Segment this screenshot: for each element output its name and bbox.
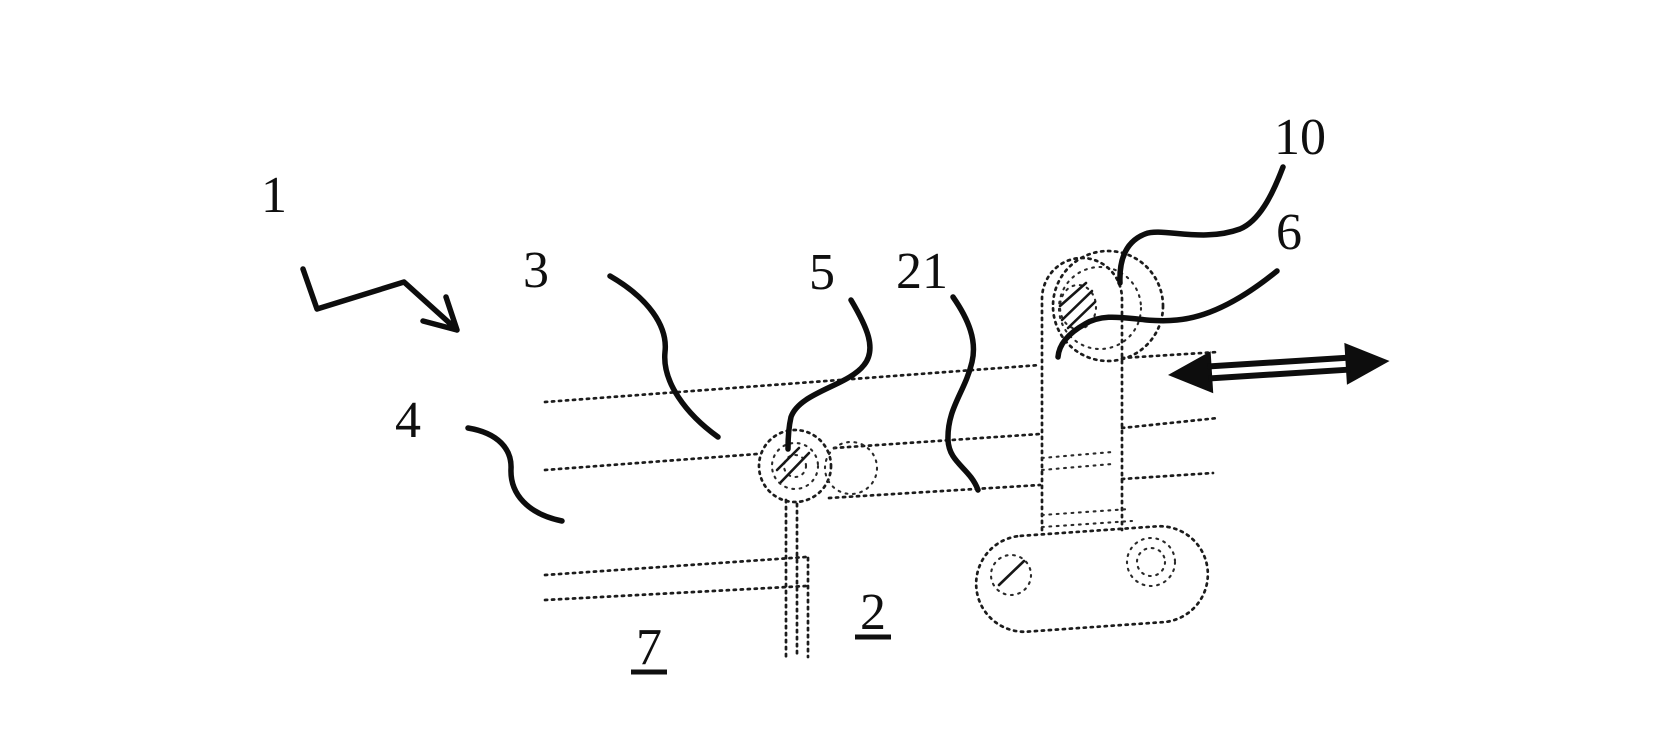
leader-line-10 (1117, 164, 1286, 286)
rail-line-lower-a (543, 555, 808, 577)
small-roller-outer (757, 428, 833, 504)
ref-label-4: 4 (395, 392, 421, 449)
rod-bottom-line (827, 471, 1215, 500)
arrowhead-right (1344, 342, 1390, 385)
ref-label-3: 3 (523, 242, 549, 299)
ref-label-5: 5 (809, 244, 835, 301)
large-roller-inner (1057, 265, 1143, 351)
base-plate-group (974, 524, 1210, 634)
rod-end-ellipse (823, 440, 879, 496)
arrow-shaft-top (1207, 354, 1350, 370)
arm-cross-lines (1040, 450, 1134, 529)
reference-labels: 1 3 4 5 21 10 6 2 7 (261, 109, 1326, 676)
ref-label-7: 7 (636, 619, 662, 676)
leader-line-21 (945, 294, 981, 493)
rail-line-upper (543, 350, 1220, 404)
plate-hole-left-hatch (997, 559, 1026, 587)
plate-hole-right-inner (1135, 546, 1167, 578)
ref-label-1: 1 (261, 167, 287, 224)
machine-drawing (543, 249, 1220, 659)
leader-line-6 (1055, 268, 1280, 360)
plate-hole-right-outer (1125, 536, 1177, 588)
hand-drawn-arrow-icon (300, 266, 460, 333)
small-roller-inner (782, 453, 808, 479)
rail-line-lower-b (543, 584, 808, 602)
leader-line-3 (607, 273, 721, 440)
vertical-post-lines (784, 498, 810, 659)
ref-label-2: 2 (860, 584, 886, 641)
ref-label-21: 21 (896, 243, 948, 300)
support-arm (1040, 256, 1124, 532)
small-roller-hatch (775, 446, 811, 484)
small-roller-mid (770, 441, 820, 491)
large-roller-outer (1051, 249, 1165, 363)
ref-label-6: 6 (1276, 204, 1302, 261)
rod-top-line (543, 416, 1220, 472)
base-plate (974, 524, 1210, 634)
leader-line-4 (465, 425, 565, 524)
leader-line-5 (785, 297, 873, 452)
arrow-shaft-bottom (1208, 366, 1351, 382)
leader-lines (465, 164, 1286, 524)
arrowhead-left (1168, 351, 1214, 394)
ref-label-10: 10 (1274, 109, 1326, 166)
plate-hole-left (989, 553, 1033, 597)
double-headed-arrow-icon (1168, 342, 1390, 394)
roller-hub-hatch (1058, 281, 1097, 330)
